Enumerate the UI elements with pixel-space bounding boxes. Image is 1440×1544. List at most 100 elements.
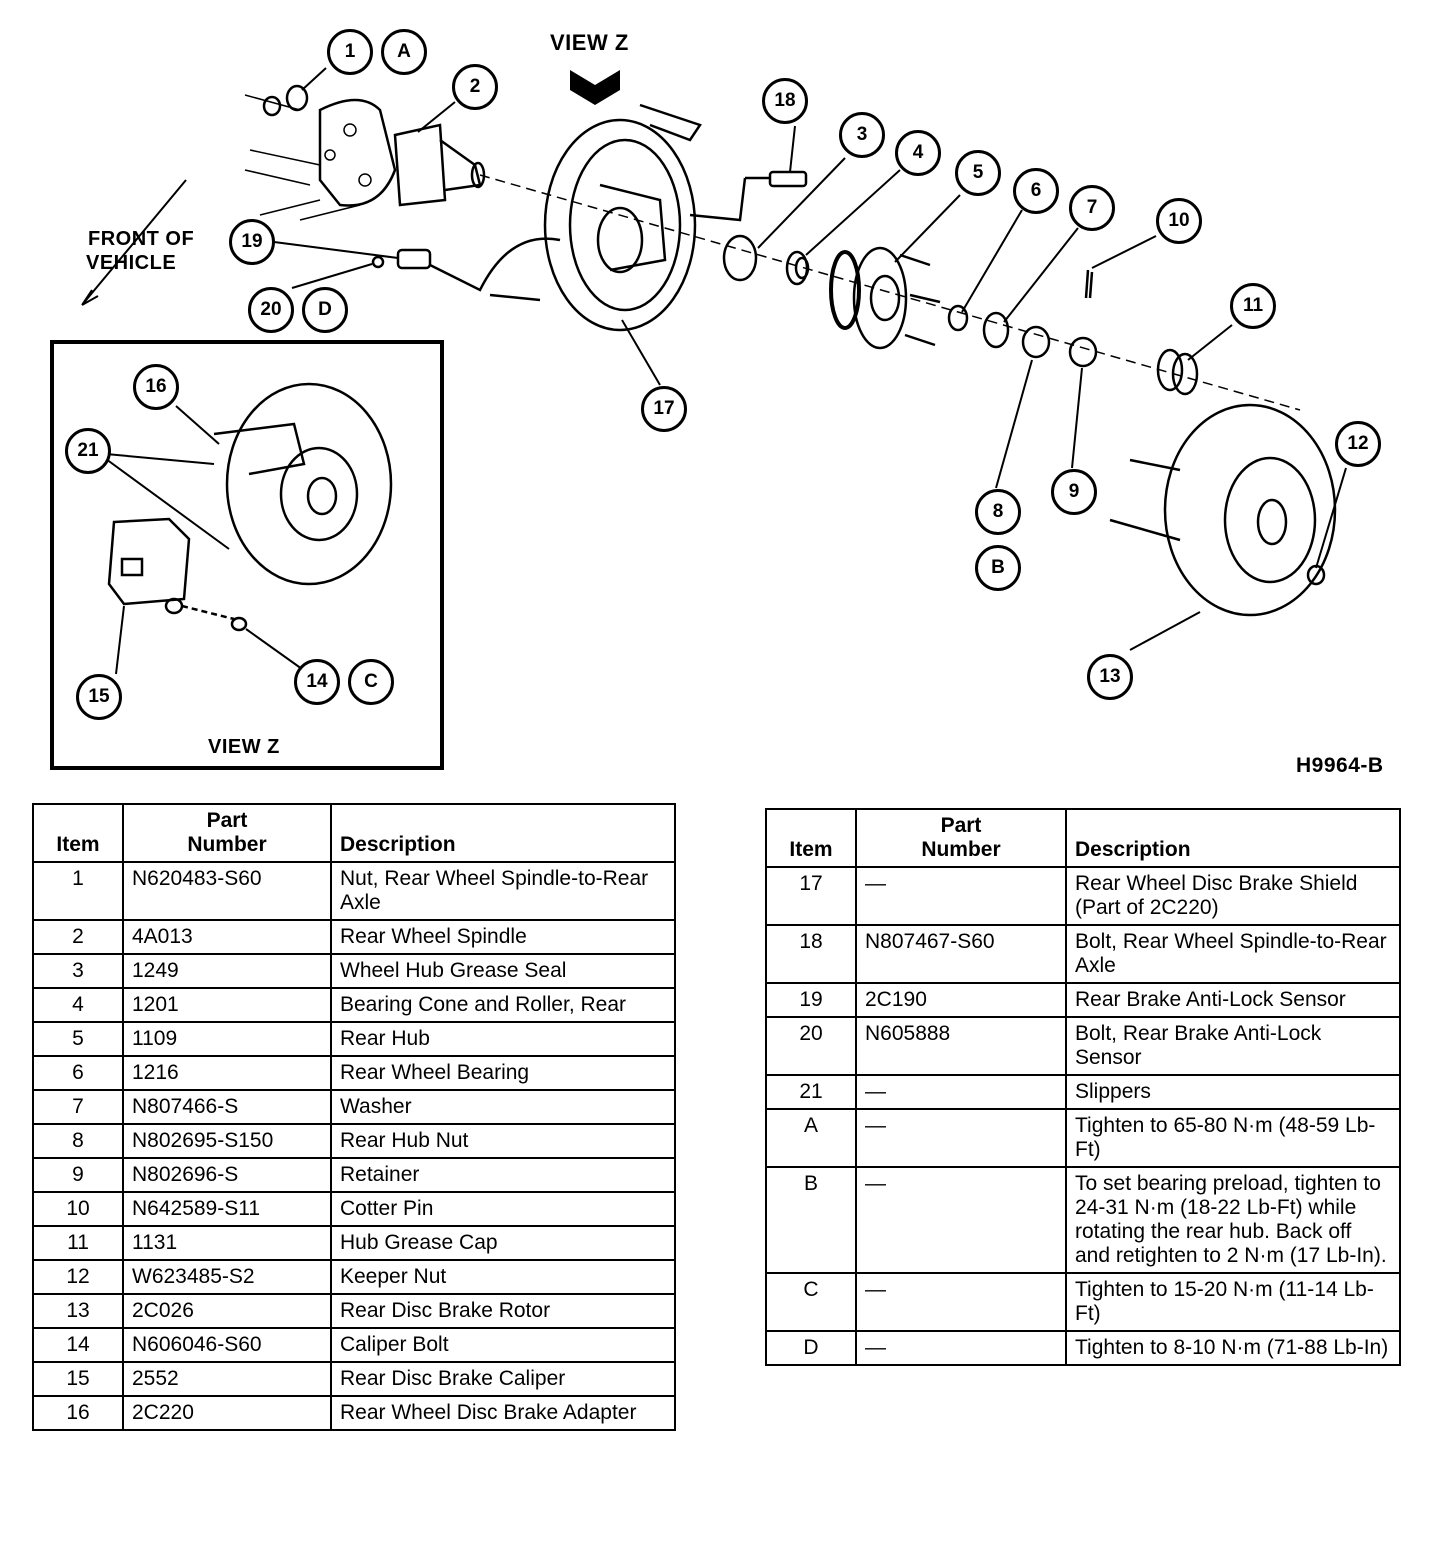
cell-description: Cotter Pin	[330, 1191, 676, 1227]
rotor-part-13	[1109, 403, 1337, 617]
cell-description: Rear Wheel Bearing	[330, 1055, 676, 1091]
cell-part-number: N807466-S	[122, 1089, 332, 1125]
cell-description: Rear Disc Brake Rotor	[330, 1293, 676, 1329]
table-row: D—Tighten to 8-10 N·m (71-88 Lb-In)	[765, 1330, 1401, 1366]
cell-part-number: 4A013	[122, 919, 332, 955]
cell-item: 11	[32, 1225, 124, 1261]
front-of-vehicle-arrow	[81, 179, 187, 306]
cell-item: 19	[765, 982, 857, 1018]
callout-21: 21	[65, 428, 111, 474]
table-row: A—Tighten to 65-80 N·m (48-59 Lb-Ft)	[765, 1108, 1401, 1168]
callout-8: 8	[975, 489, 1021, 535]
cell-item: 13	[32, 1293, 124, 1329]
cell-part-number: N802696-S	[122, 1157, 332, 1193]
cell-description: Wheel Hub Grease Seal	[330, 953, 676, 989]
cell-item: 18	[765, 924, 857, 984]
cell-item: 1	[32, 861, 124, 921]
bearing-part-6	[947, 304, 969, 332]
view-z-drawing	[105, 382, 393, 675]
cell-item: 8	[32, 1123, 124, 1159]
cell-part-number: —	[855, 866, 1067, 926]
washer-part-7	[982, 311, 1010, 349]
callout-c: C	[348, 659, 394, 705]
cell-part-number: 2C220	[122, 1395, 332, 1431]
cell-part-number: N620483-S60	[122, 861, 332, 921]
cell-item: 14	[32, 1327, 124, 1363]
table-row: 21—Slippers	[765, 1074, 1401, 1110]
cell-description: Retainer	[330, 1157, 676, 1193]
cell-item: 15	[32, 1361, 124, 1397]
callout-20: 20	[248, 287, 294, 333]
view-z-arrow-icon	[570, 70, 620, 105]
callout-a: A	[381, 29, 427, 75]
brake-shield-drawing	[543, 103, 702, 332]
callout-d: D	[302, 287, 348, 333]
callout-18: 18	[762, 78, 808, 124]
figure-code: H9964-B	[1296, 754, 1384, 777]
callout-1: 1	[327, 29, 373, 75]
callout-17: 17	[641, 386, 687, 432]
cell-part-number: N807467-S60	[855, 924, 1067, 984]
cell-item: 21	[765, 1074, 857, 1110]
cell-item: 5	[32, 1021, 124, 1057]
cell-part-number: 1249	[122, 953, 332, 989]
cell-item: 2	[32, 919, 124, 955]
cell-item: 10	[32, 1191, 124, 1227]
callout-11: 11	[1230, 283, 1276, 329]
cell-item: 9	[32, 1157, 124, 1193]
cell-description: Slippers	[1065, 1074, 1401, 1110]
cell-description: Rear Brake Anti-Lock Sensor	[1065, 982, 1401, 1018]
callout-13: 13	[1087, 654, 1133, 700]
view-z-label-top: VIEW Z	[550, 30, 629, 55]
cell-description: Rear Hub Nut	[330, 1123, 676, 1159]
rear-hub-part-5	[829, 246, 941, 350]
cell-part-number: 1201	[122, 987, 332, 1023]
callout-12: 12	[1335, 421, 1381, 467]
cell-item: 16	[32, 1395, 124, 1431]
cell-part-number: —	[855, 1074, 1067, 1110]
grease-cap-part-11	[1156, 348, 1199, 396]
retainer-part-9	[1068, 336, 1098, 368]
cell-description: To set bearing preload, tighten to 24-31…	[1065, 1166, 1401, 1274]
callout-4: 4	[895, 130, 941, 176]
cell-item: B	[765, 1166, 857, 1274]
callout-3: 3	[839, 112, 885, 158]
callout-6: 6	[1013, 168, 1059, 214]
cell-description: Tighten to 8-10 N·m (71-88 Lb-In)	[1065, 1330, 1401, 1366]
grease-seal-part-3	[722, 234, 758, 282]
header-description: Description	[330, 803, 676, 863]
cell-description: Rear Wheel Spindle	[330, 919, 676, 955]
cell-item: 7	[32, 1089, 124, 1125]
bearing-cone-part-4	[785, 250, 810, 286]
callout-9: 9	[1051, 469, 1097, 515]
rear-axle-housing	[244, 94, 397, 221]
cell-item: 12	[32, 1259, 124, 1295]
callout-15: 15	[76, 674, 122, 720]
cell-part-number: 2C190	[855, 982, 1067, 1018]
cell-part-number: —	[855, 1166, 1067, 1274]
view-z-inset: 16 21 15 14 C VIEW Z	[50, 340, 444, 770]
view-z-label-inset: VIEW Z	[208, 736, 280, 758]
cell-description: Bolt, Rear Wheel Spindle-to-Rear Axle	[1065, 924, 1401, 984]
header-item: Item	[765, 808, 857, 868]
spindle-drawing	[393, 123, 486, 207]
cell-description: Tighten to 65-80 N·m (48-59 Lb-Ft)	[1065, 1108, 1401, 1168]
table-row: C—Tighten to 15-20 N·m (11-14 Lb-Ft)	[765, 1272, 1401, 1332]
cell-part-number: 2552	[122, 1361, 332, 1397]
cell-item: 6	[32, 1055, 124, 1091]
table-row: 17—Rear Wheel Disc Brake Shield (Part of…	[765, 866, 1401, 926]
